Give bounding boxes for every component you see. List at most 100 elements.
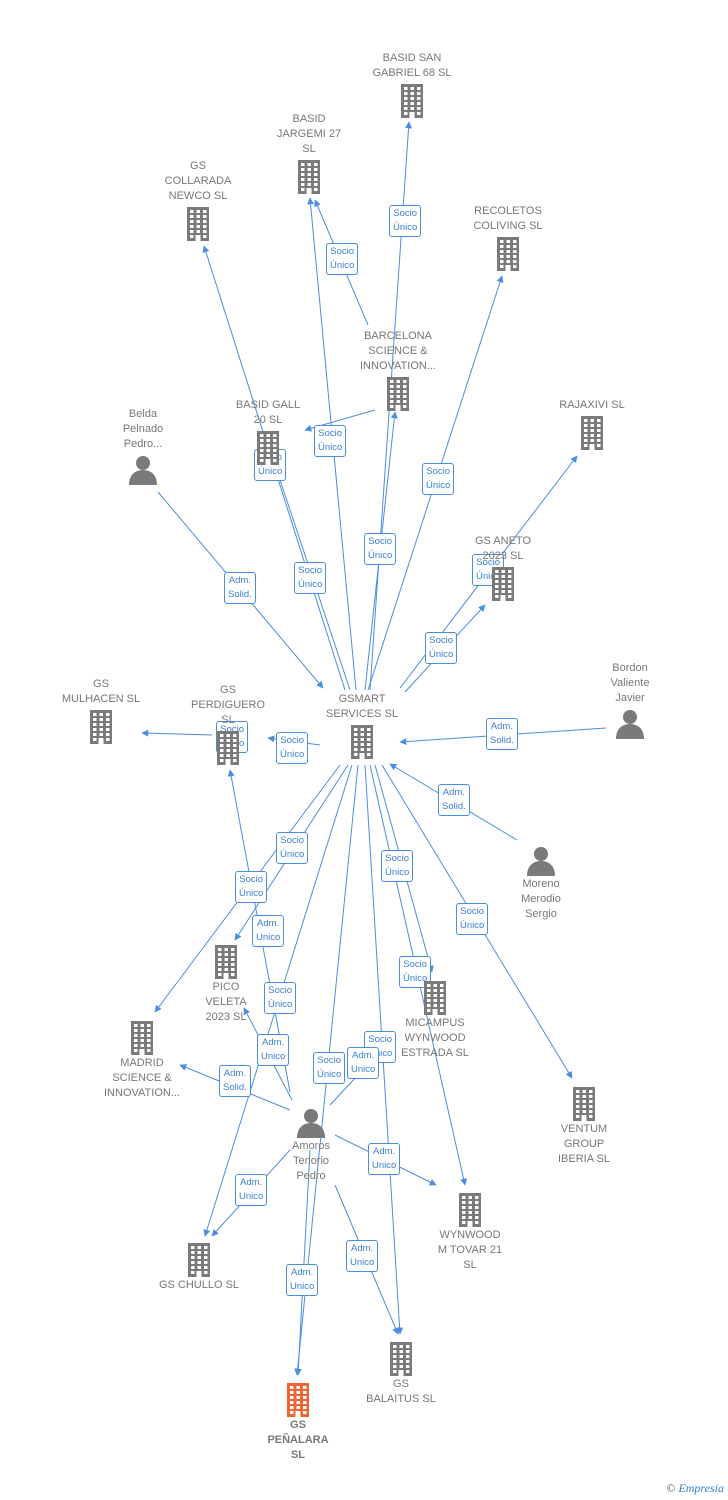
person-icon: [486, 845, 596, 877]
building-icon: [357, 83, 467, 119]
building-icon: [254, 159, 364, 195]
edge-label[interactable]: Adm.Unico: [286, 1264, 319, 1296]
copyright-symbol: ©: [666, 1481, 676, 1495]
edge-label[interactable]: Adm.Solid.: [224, 572, 256, 604]
edge-label[interactable]: Adm.Solid.: [486, 718, 518, 750]
building-icon: [213, 430, 323, 466]
building-icon: [144, 1242, 254, 1278]
edge-label[interactable]: Adm.Unico: [252, 915, 285, 947]
building-icon: [171, 944, 281, 980]
edge-amoros-to-gs_penalara: [294, 1149, 311, 1376]
building-icon: [448, 566, 558, 602]
node-label: RAJAXIVI SL: [559, 399, 625, 411]
person-icon: [256, 1107, 366, 1139]
node-label: GS CHULLO SL: [158, 1279, 240, 1291]
company-node-gs-chullo[interactable]: GS CHULLO SL: [144, 1242, 254, 1293]
person-icon: [88, 454, 198, 486]
building-icon: [243, 1382, 353, 1418]
edge-label[interactable]: Adm.Unico: [368, 1143, 401, 1175]
person-icon: [575, 708, 685, 740]
building-icon: [453, 236, 563, 272]
edge-label[interactable]: Adm.Unico: [257, 1034, 290, 1066]
edge-label[interactable]: Adm.Unico: [346, 1240, 379, 1272]
building-icon: [537, 415, 647, 451]
edge-label[interactable]: Adm.Solid.: [219, 1065, 251, 1097]
company-node-rajaxivi[interactable]: RAJAXIVI SL: [537, 398, 647, 451]
building-icon: [380, 980, 490, 1016]
building-icon: [46, 709, 156, 745]
edge-gs_perdiguero-to-gs_mulhacen: [141, 729, 213, 737]
edge-label[interactable]: Adm.Unico: [235, 1174, 268, 1206]
edge-label[interactable]: Adm.Unico: [347, 1047, 380, 1079]
building-icon: [87, 1020, 197, 1056]
building-icon: [529, 1086, 639, 1122]
building-icon: [173, 730, 283, 766]
building-icon: [307, 724, 417, 760]
building-icon: [343, 376, 453, 412]
building-icon: [415, 1192, 525, 1228]
edge-label[interactable]: Adm.Solid.: [438, 784, 470, 816]
brand-logo: Empresia: [678, 1481, 724, 1495]
building-icon: [346, 1341, 456, 1377]
building-icon: [143, 206, 253, 242]
footer-brand: ©Empresia: [666, 1481, 724, 1496]
